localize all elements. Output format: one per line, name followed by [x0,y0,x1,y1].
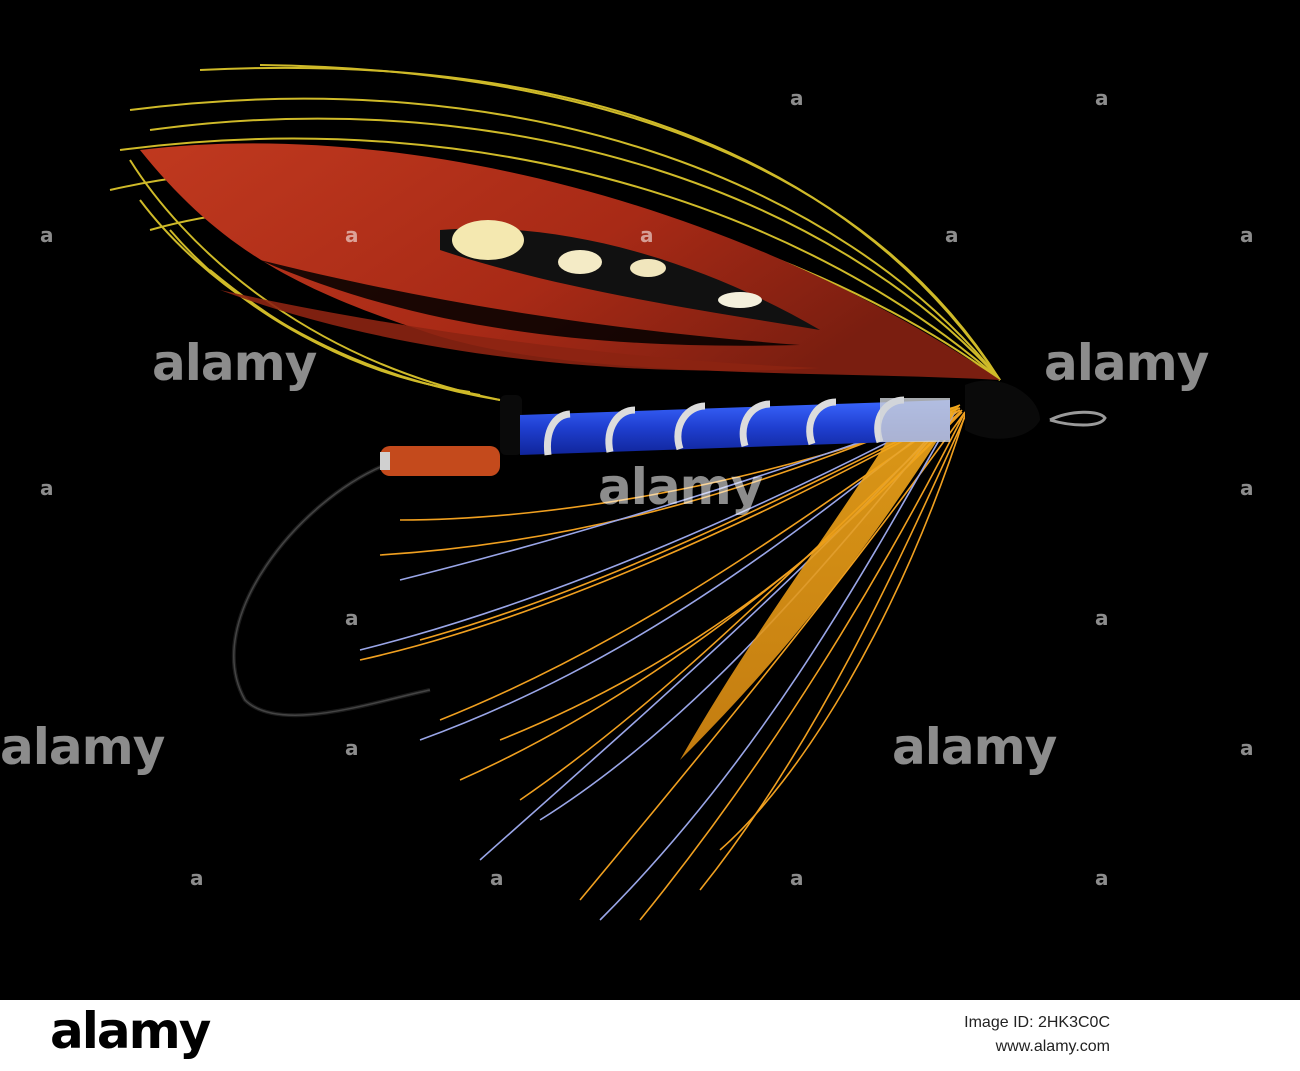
watermark-mark: a [345,223,359,247]
watermark-logo: alamy [598,458,763,516]
site-url: www.alamy.com [995,1038,1110,1055]
watermark-mark: a [1240,736,1254,760]
watermark-mark: a [945,223,959,247]
watermark-mark: a [1240,476,1254,500]
watermark-mark: a [190,866,204,890]
stock-footer: alamy Image ID: 2HK3C0C www.alamy.com [0,1000,1300,1071]
watermark-mark: a [1095,86,1109,110]
salmon-fly-illustration [109,64,1107,921]
watermark-mark: a [1095,866,1109,890]
watermark-mark: a [40,476,54,500]
photo: a a a a a a a alamy alamy alamy a a a a … [0,64,1254,921]
watermark-mark: a [490,866,504,890]
watermark-logo: alamy [892,718,1057,776]
watermark-mark: a [40,223,54,247]
watermark-logo: alamy [152,334,317,392]
watermark-mark: a [640,223,654,247]
watermark-mark: a [790,866,804,890]
watermark-mark: a [345,606,359,630]
watermark-logo: alamy [1044,334,1209,392]
watermark-logo: alamy [0,718,165,776]
alamy-logo: alamy [50,1002,211,1060]
image-id: Image ID: 2HK3C0C [964,1014,1110,1031]
watermark-mark: a [1240,223,1254,247]
watermark-mark: a [1095,606,1109,630]
hook [231,463,431,718]
jungle-cock-eye [440,220,820,330]
watermark-mark: a [345,736,359,760]
fly-body [380,380,1040,476]
watermark-mark: a [790,86,804,110]
